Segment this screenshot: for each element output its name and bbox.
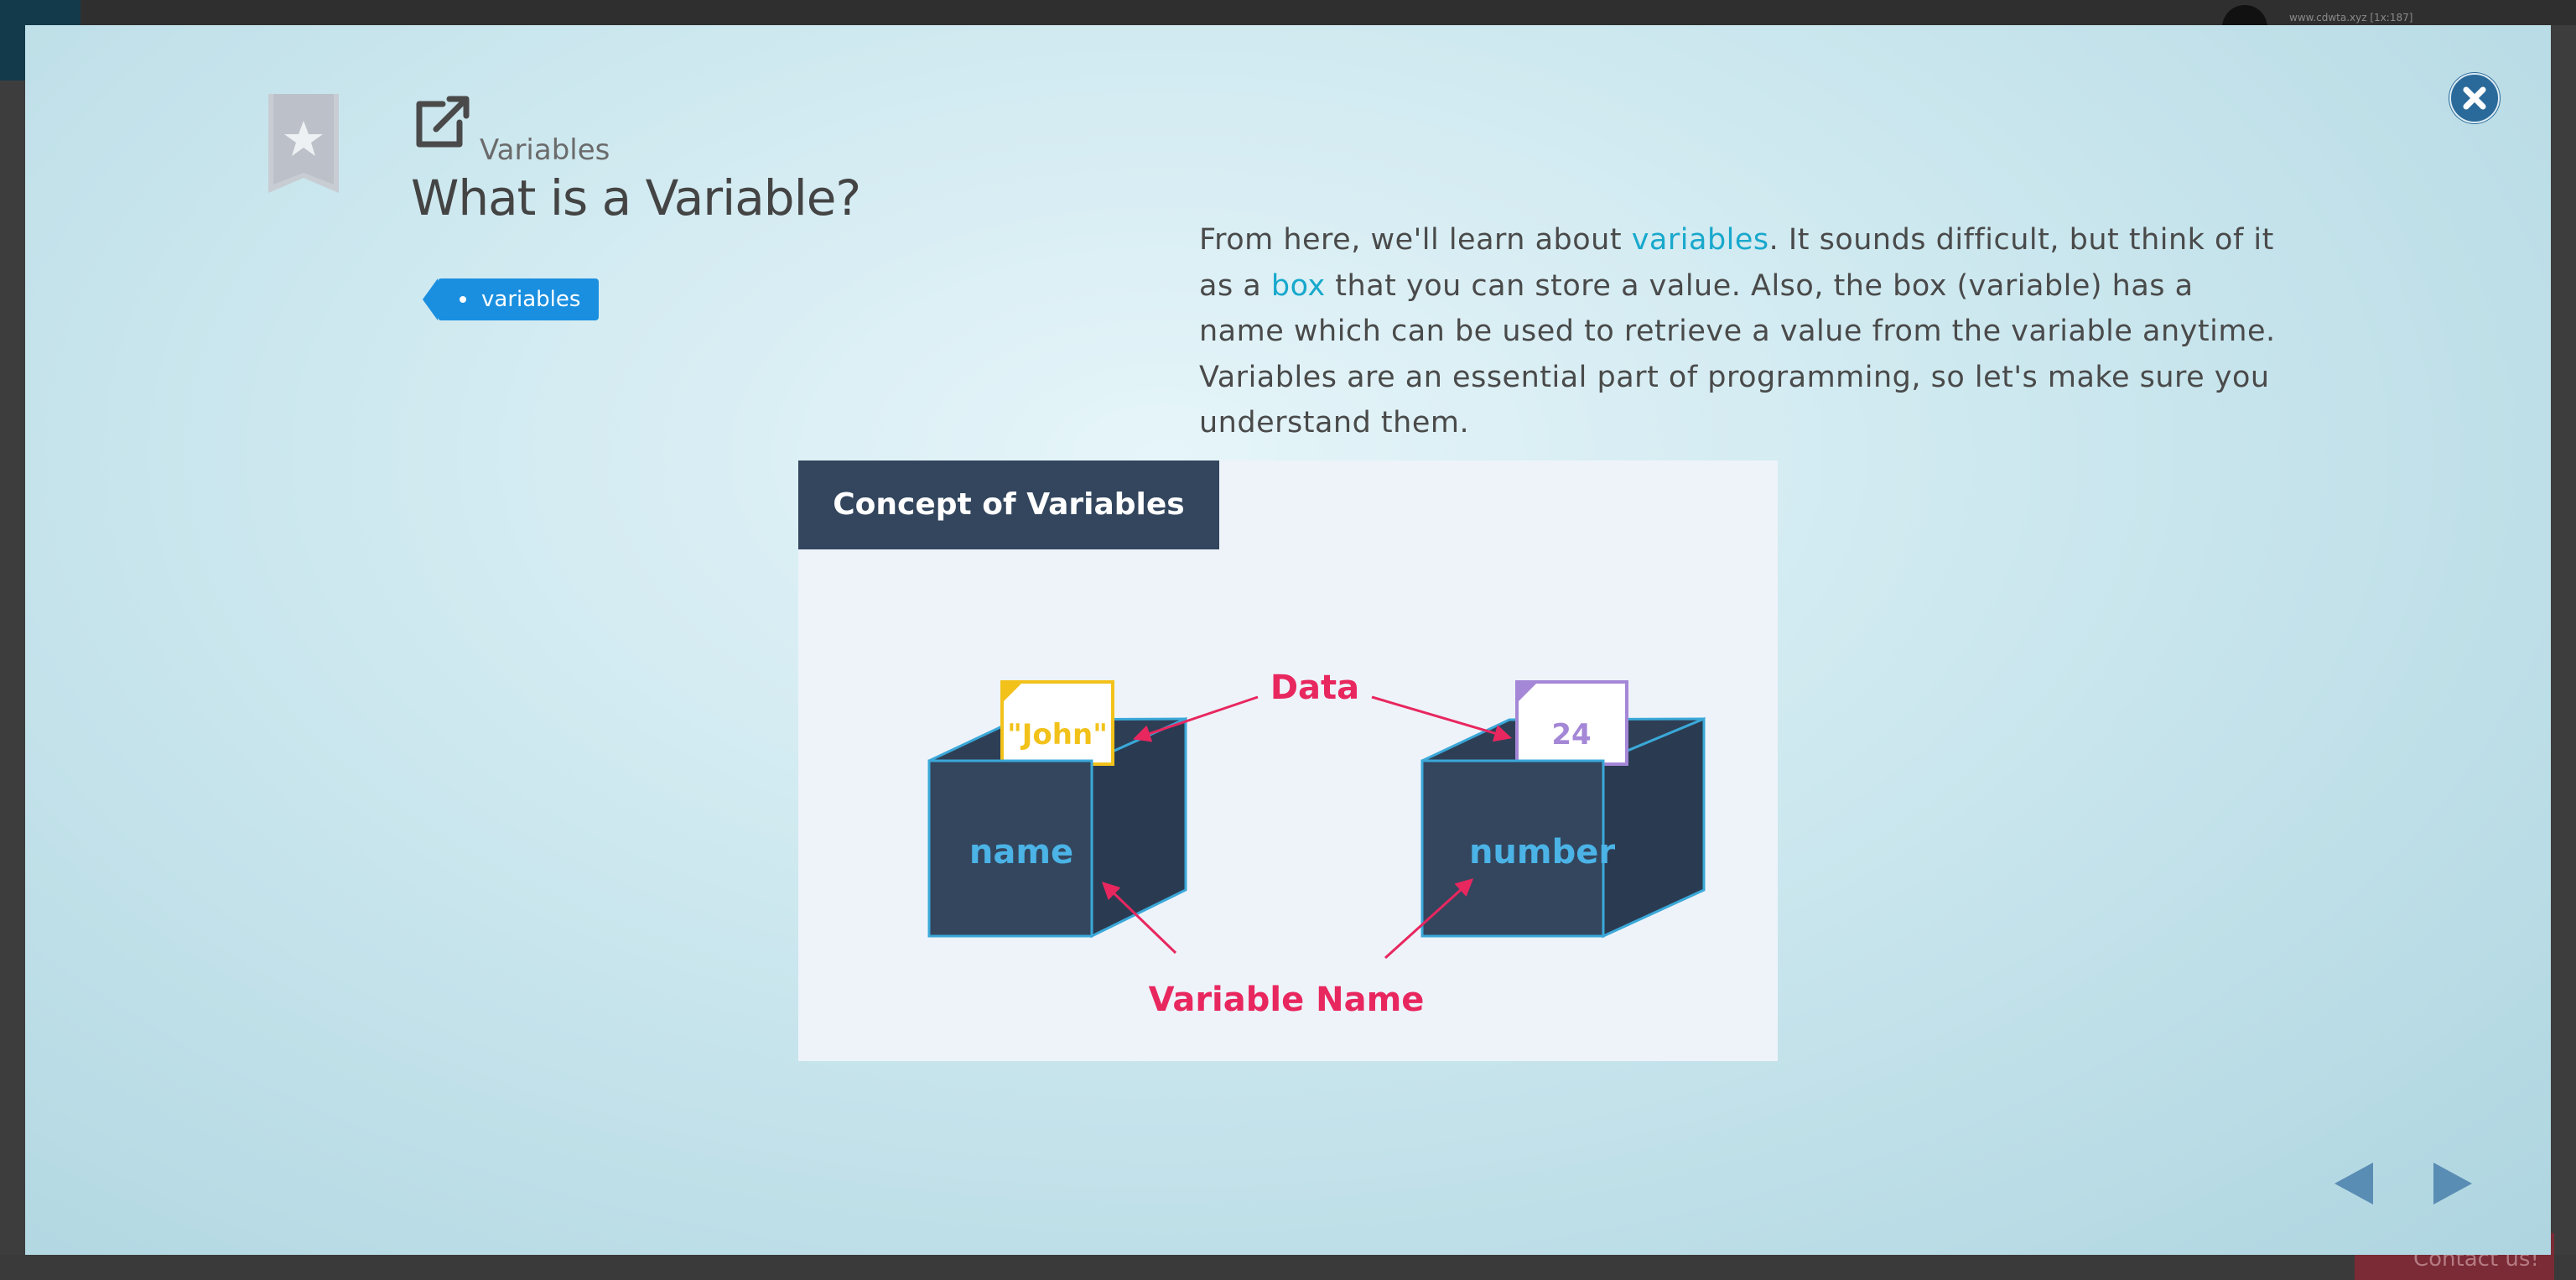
name-arrow-left <box>1101 882 1177 955</box>
keyword-variables-link[interactable]: variables <box>1631 223 1769 257</box>
slide-header: Concept of Variables <box>798 460 1219 549</box>
data-value-john: "John" <box>1007 718 1108 752</box>
background-topbar <box>0 0 2576 25</box>
concept-slide: "John" name 24 number Data <box>798 460 1778 1061</box>
data-arrow-left <box>1133 695 1259 742</box>
variable-name-caption: Variable Name <box>1149 981 1425 1019</box>
name-arrow-right <box>1384 878 1474 960</box>
variable-box-name: "John" name <box>927 680 1187 939</box>
data-value-24: 24 <box>1551 718 1591 752</box>
external-link-icon[interactable] <box>413 92 471 151</box>
lesson-description: From here, we'll learn about variables. … <box>1199 217 2281 446</box>
description-text: From here, we'll learn about <box>1199 223 1632 257</box>
background-bottom-bar <box>0 1255 2576 1280</box>
background-url-text: www.cdwta.xyz [1x:187] <box>2289 12 2413 23</box>
variable-box-number: 24 number <box>1420 680 1706 939</box>
keyword-box-link[interactable]: box <box>1270 268 1326 303</box>
lesson-modal: Variables What is a Variable? variables … <box>25 25 2551 1255</box>
variables-diagram: "John" name 24 number Data <box>927 669 1706 1019</box>
description-text: that you can store a value. Also, the bo… <box>1199 268 2276 440</box>
data-arrow-right <box>1371 695 1513 742</box>
variable-name-label: name <box>969 833 1073 872</box>
star-bookmark-icon[interactable] <box>268 94 339 193</box>
triangle-right-icon[interactable] <box>2432 1161 2474 1206</box>
description-text: . It sounds difficult, but think of it a… <box>1199 223 2274 303</box>
close-icon[interactable] <box>2449 72 2501 124</box>
data-paper-john: "John" <box>1000 680 1114 766</box>
variable-number-label: number <box>1469 833 1615 872</box>
tag-variables[interactable]: variables <box>422 278 600 320</box>
breadcrumb-section: Variables <box>480 133 610 167</box>
data-paper-24: 24 <box>1515 680 1628 766</box>
page-title: What is a Variable? <box>411 169 861 226</box>
triangle-left-icon[interactable] <box>2333 1161 2375 1206</box>
data-label: Data <box>1270 669 1359 707</box>
